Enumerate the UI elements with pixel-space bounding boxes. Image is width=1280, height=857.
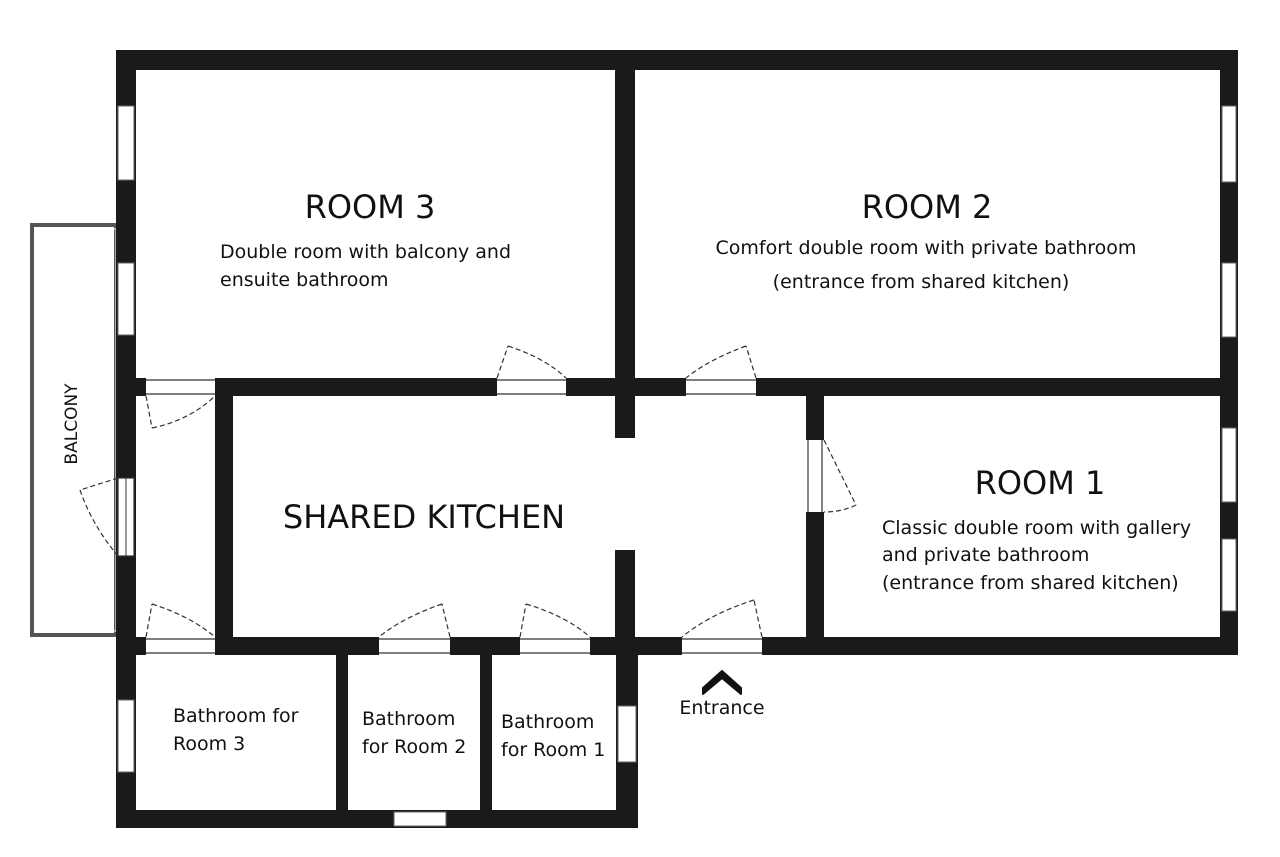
door-room1 <box>807 439 857 513</box>
room2-title: ROOM 2 <box>862 188 993 226</box>
door-bath2 <box>378 603 451 654</box>
bath3-label-line1: Bathroom for <box>173 705 299 727</box>
window <box>1221 262 1237 338</box>
door-bath1 <box>519 603 591 654</box>
window <box>117 262 135 336</box>
doors <box>145 345 857 654</box>
room1-desc-line2: and private bathroom <box>882 544 1089 566</box>
room1-title: ROOM 1 <box>975 464 1106 502</box>
window <box>393 811 447 827</box>
room3-desc-line1: Double room with balcony and <box>220 241 511 263</box>
bath2-label-line2: for Room 2 <box>362 736 466 758</box>
window <box>1221 538 1237 612</box>
room2-desc-line1: Comfort double room with private bathroo… <box>716 237 1137 259</box>
window <box>1221 105 1237 183</box>
window <box>1221 427 1237 503</box>
door-hallway-top <box>145 379 216 429</box>
balcony-label: BALCONY <box>62 383 82 465</box>
kitchen-title: SHARED KITCHEN <box>283 498 565 536</box>
room2-desc-line2: (entrance from shared kitchen) <box>773 271 1070 293</box>
bath3-label-line2: Room 3 <box>173 733 245 755</box>
window <box>117 105 135 181</box>
bath2-label-line1: Bathroom <box>362 708 455 730</box>
windows <box>117 105 1237 827</box>
door-entrance <box>681 599 763 654</box>
balcony-door <box>79 477 135 557</box>
window <box>617 705 637 763</box>
bath1-label-line1: Bathroom <box>501 711 594 733</box>
door-room3 <box>496 345 567 395</box>
room1-desc-line3: (entrance from shared kitchen) <box>882 572 1179 594</box>
room1-desc-line1: Classic double room with gallery <box>882 517 1191 539</box>
room3-title: ROOM 3 <box>305 188 436 226</box>
bath1-label-line2: for Room 1 <box>501 739 605 761</box>
door-bath3 <box>145 603 216 654</box>
entrance-label: Entrance <box>679 697 764 719</box>
room3-desc-line2: ensuite bathroom <box>220 269 388 291</box>
chevron-up-icon <box>702 670 742 695</box>
window <box>117 699 135 773</box>
door-room2 <box>685 345 757 395</box>
